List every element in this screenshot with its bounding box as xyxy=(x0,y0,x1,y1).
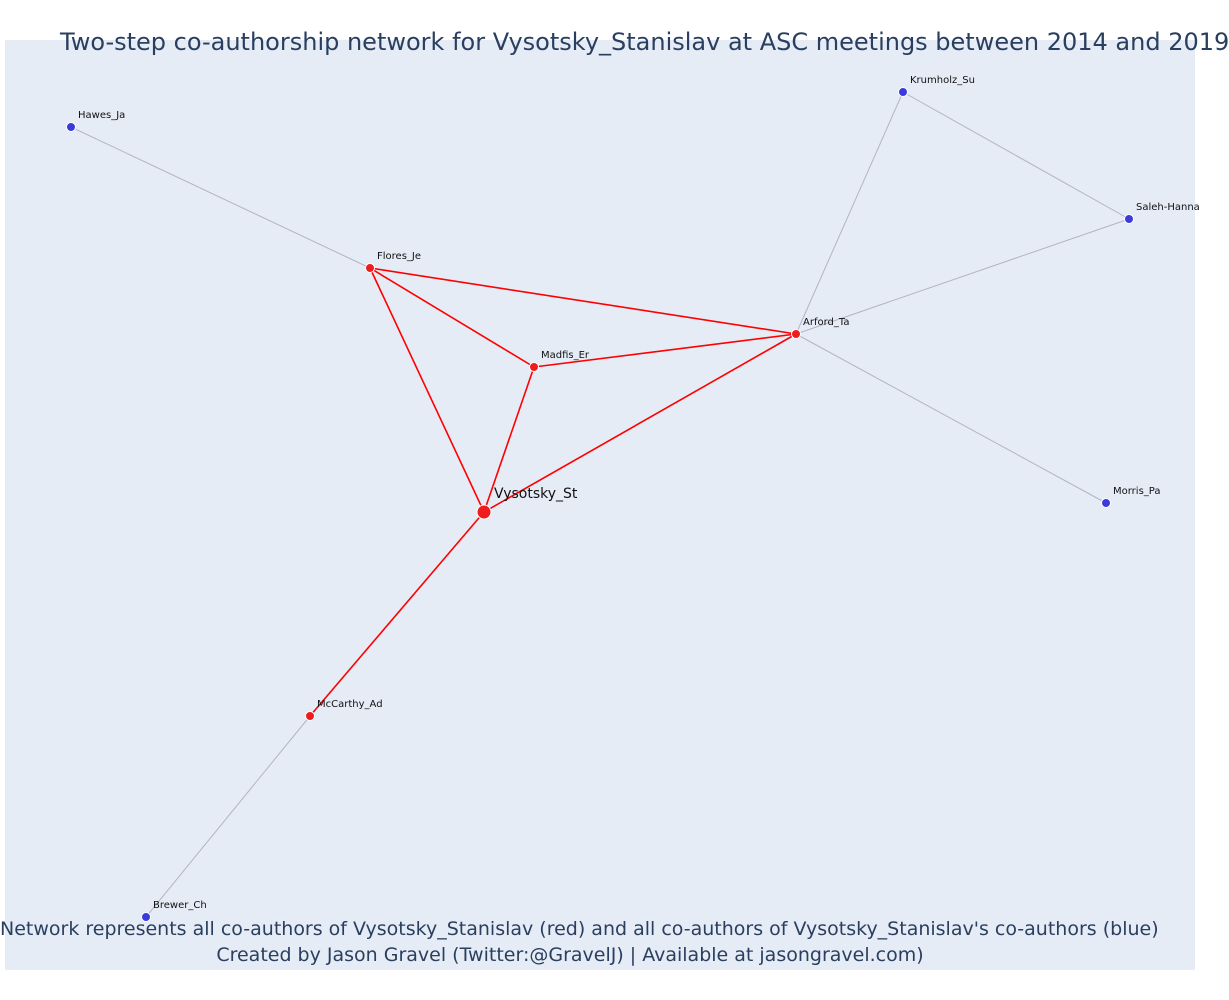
node-label-Brewer_Ch: Brewer_Ch xyxy=(153,900,207,911)
node-Vysotsky_St[interactable] xyxy=(476,504,492,520)
node-label-Krumholz_Su: Krumholz_Su xyxy=(910,75,975,86)
node-Krumholz_Su[interactable] xyxy=(898,87,908,97)
node-label-Arford_Ta: Arford_Ta xyxy=(803,317,849,328)
edge-Krumholz_Su-Saleh-Hanna xyxy=(902,91,1130,220)
node-Hawes_Ja[interactable] xyxy=(66,122,76,132)
node-label-Vysotsky_St: Vysotsky_St xyxy=(494,486,578,502)
node-Flores_Je[interactable] xyxy=(365,263,375,273)
nodes-layer xyxy=(66,87,1134,922)
node-McCarthy_Ad[interactable] xyxy=(305,711,315,721)
footnote-line-2: Created by Jason Gravel (Twitter:@Gravel… xyxy=(216,944,924,966)
node-label-Hawes_Ja: Hawes_Ja xyxy=(78,110,125,121)
node-label-Saleh-Hanna: Saleh-Hanna xyxy=(1136,202,1200,213)
edge-Vysotsky_St-Flores_Je xyxy=(369,267,485,513)
edge-Vysotsky_St-Madfis_Er xyxy=(483,366,535,513)
node-Brewer_Ch[interactable] xyxy=(141,912,151,922)
node-Saleh-Hanna[interactable] xyxy=(1124,214,1134,224)
edge-Arford_Ta-Saleh-Hanna xyxy=(795,218,1130,335)
edge-Vysotsky_St-McCarthy_Ad xyxy=(309,511,485,717)
node-label-Morris_Pa: Morris_Pa xyxy=(1113,486,1161,497)
edge-Flores_Je-Arford_Ta xyxy=(369,267,797,335)
node-Morris_Pa[interactable] xyxy=(1101,498,1111,508)
node-label-Madfis_Er: Madfis_Er xyxy=(541,350,590,361)
edge-Flores_Je-Madfis_Er xyxy=(369,267,535,368)
edges-layer xyxy=(70,91,1130,918)
edge-Arford_Ta-Krumholz_Su xyxy=(795,91,904,335)
edge-Madfis_Er-Arford_Ta xyxy=(533,333,797,368)
node-label-Flores_Je: Flores_Je xyxy=(377,251,421,262)
chart-title: Two-step co-authorship network for Vysot… xyxy=(60,28,1229,56)
node-label-McCarthy_Ad: McCarthy_Ad xyxy=(317,699,383,710)
plot-background xyxy=(5,40,1195,970)
edge-Vysotsky_St-Arford_Ta xyxy=(483,333,797,513)
edge-Arford_Ta-Morris_Pa xyxy=(795,333,1107,504)
node-Arford_Ta[interactable] xyxy=(791,329,801,339)
edge-McCarthy_Ad-Brewer_Ch xyxy=(145,715,311,918)
footnote-line-1: Network represents all co-authors of Vys… xyxy=(0,918,1159,940)
node-Madfis_Er[interactable] xyxy=(529,362,539,372)
edge-Flores_Je-Hawes_Ja xyxy=(70,126,371,269)
